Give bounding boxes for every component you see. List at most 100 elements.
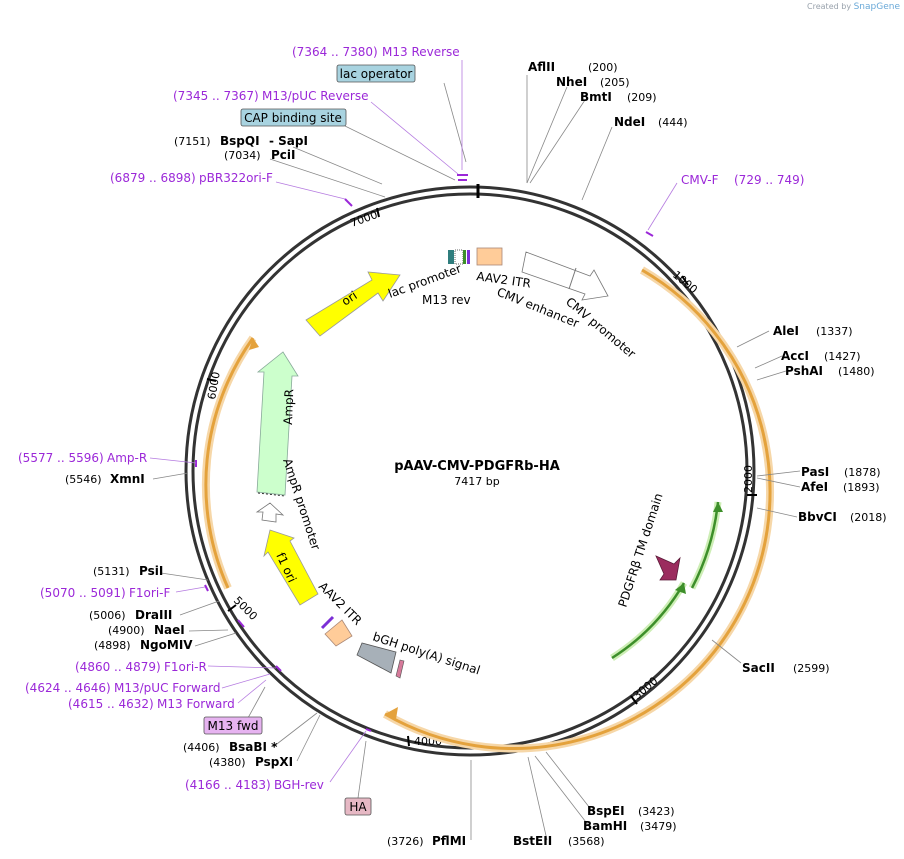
site-pos-aflii: (200) — [588, 61, 618, 74]
primer-range-f1ori-f: (5070 .. 5091) — [40, 586, 126, 600]
restriction-sites-right: AflII (200) NheI (205) BmtI (209) NdeI (… — [387, 60, 887, 848]
site-pos-ndei: (444) — [658, 116, 688, 129]
aav2-itr-lower-marker — [320, 615, 335, 630]
primer-leader-lines — [149, 60, 678, 783]
site-name-nhei: NheI — [556, 75, 587, 89]
primer-name-m13-puc-forward: M13/pUC Forward — [114, 681, 221, 695]
primer-name-m13-forward: M13 Forward — [157, 697, 235, 711]
site-name-bspei: BspEI — [587, 804, 625, 818]
site-name-bmti: BmtI — [580, 90, 612, 104]
site-name-afei: AfeI — [801, 480, 828, 494]
site-pos-bmti: (209) — [627, 91, 657, 104]
m13-rev-mark — [467, 250, 470, 264]
site-name-pshai: PshAI — [785, 364, 823, 378]
site-name-acci: AccI — [781, 349, 809, 363]
snapgene-watermark: Created by SnapGene — [807, 2, 900, 12]
site-pos-bamhi: (3479) — [640, 820, 677, 833]
primer-marks — [195, 174, 654, 732]
site-name-ngomiv: NgoMIV — [140, 638, 193, 652]
ori-shape — [305, 271, 401, 337]
cmv-boundary — [568, 267, 577, 290]
site-pos-draiii: (5006) — [89, 609, 126, 622]
box-label-lac-operator: lac operator — [340, 67, 413, 81]
box-label-ha: HA — [349, 800, 367, 814]
aav2-itr-top-shape — [476, 247, 503, 266]
restriction-sites-left: (7151) BspQI - SapI (7034) PciI (5546) X… — [65, 134, 308, 769]
ampr-shape — [256, 351, 299, 496]
primer-range-cmv-f: (729 .. 749) — [734, 173, 804, 187]
cap-site-mark — [448, 250, 454, 264]
site-pos-bsabi: (4406) — [183, 741, 220, 754]
primer-name-bgh-rev: BGH-rev — [274, 778, 324, 792]
cds-arc — [384, 268, 772, 750]
green-arc-2-arrowhead — [713, 502, 723, 512]
primer-range-amp-r: (5577 .. 5596) — [18, 451, 104, 465]
site-pos-pcii: (7034) — [224, 149, 261, 162]
watermark-prefix: Created by — [807, 2, 852, 11]
site-name-bbvci: BbvCI — [798, 510, 837, 524]
primer-name-cmv-f: CMV-F — [681, 173, 719, 187]
primer-labels: (7364 .. 7380) M13 Reverse (7345 .. 7367… — [18, 45, 804, 792]
plasmid-length: 7417 bp — [454, 475, 499, 488]
site-pos-pflmi: (3726) — [387, 835, 424, 848]
primer-range-m13-puc-forward: (4624 .. 4646) — [25, 681, 111, 695]
tick-6000: 6000 — [205, 371, 223, 401]
cds-arc-arrowhead — [385, 707, 398, 719]
green-arc-2-halo — [688, 501, 722, 590]
cmv-enhancer-promoter-shape — [521, 251, 609, 301]
primer-name-pbr322ori-f: pBR322ori-F — [199, 171, 273, 185]
feature-label-pdgfr: PDGFRβ TM domain — [616, 491, 666, 608]
site-pos-pspxi: (4380) — [209, 756, 246, 769]
site-name-sacii: SacII — [742, 661, 775, 675]
feature-label-aav2-itr-lower: AAV2 ITR — [316, 579, 365, 628]
primer-range-m13-reverse: (7364 .. 7380) — [292, 45, 378, 59]
aav2-itr-lower-shape — [324, 619, 353, 647]
site-name-naei: NaeI — [154, 623, 185, 637]
site-pos-sacii: (2599) — [793, 662, 830, 675]
feature-label-ampr: AmpR — [281, 389, 296, 425]
tick-2000: 2000 — [742, 465, 755, 493]
bgh-polya-shape — [356, 642, 397, 674]
site-pos-naei: (4900) — [108, 624, 145, 637]
feature-label-m13-rev: M13 rev — [422, 293, 471, 307]
site-pos-alei: (1337) — [816, 325, 853, 338]
site-pos-pshai: (1480) — [838, 365, 875, 378]
primer-range-f1ori-r: (4860 .. 4879) — [75, 660, 161, 674]
site-name-psii: PsiI — [139, 564, 163, 578]
site-pos-ngomiv: (4898) — [94, 639, 131, 652]
site-pos-xmni: (5546) — [65, 473, 102, 486]
plasmid-name: pAAV-CMV-PDGFRb-HA — [394, 459, 560, 474]
m13-fwd-box — [203, 716, 263, 735]
site-pos-nhei: (205) — [600, 76, 630, 89]
site-pos-afei: (1893) — [843, 481, 880, 494]
primer-range-m13-puc-reverse: (7345 .. 7367) — [173, 89, 259, 103]
ampr-boundary — [257, 492, 286, 497]
site-name-pcii: PciI — [271, 148, 296, 162]
f1-ori-shape — [263, 529, 319, 606]
site-pos-acci: (1427) — [824, 350, 861, 363]
site-name-bamhi: BamHI — [583, 819, 627, 833]
site-pos-bsteii: (3568) — [568, 835, 605, 848]
box-label-m13-fwd: M13 fwd — [208, 719, 259, 733]
left-arc — [204, 337, 255, 589]
ha-tag-shape — [395, 659, 405, 679]
cds-arc-halo — [383, 266, 774, 753]
ha-box — [344, 797, 372, 816]
primer-range-m13-forward: (4615 .. 4632) — [68, 697, 154, 711]
site-pos-bspei: (3423) — [638, 805, 675, 818]
site-name-alei: AleI — [773, 324, 799, 338]
cap-binding-site-box — [240, 108, 347, 127]
primer-name-m13-reverse: M13 Reverse — [382, 45, 460, 59]
primer-name-f1ori-f: F1ori-F — [129, 586, 170, 600]
watermark-brand: SnapGene — [853, 2, 900, 12]
site-name-ndei: NdeI — [614, 115, 645, 129]
backbone-outer — [184, 185, 756, 757]
primer-range-pbr322ori-f: (6879 .. 6898) — [110, 171, 196, 185]
primer-name-m13-puc-reverse: M13/pUC Reverse — [262, 89, 369, 103]
site-name-pasi: PasI — [801, 465, 829, 479]
site-name-pspxi: PspXI — [255, 755, 293, 769]
ampr-promoter-shape — [255, 502, 285, 523]
site-name-aflii: AflII — [528, 60, 555, 74]
lac-operator-box — [336, 64, 416, 83]
